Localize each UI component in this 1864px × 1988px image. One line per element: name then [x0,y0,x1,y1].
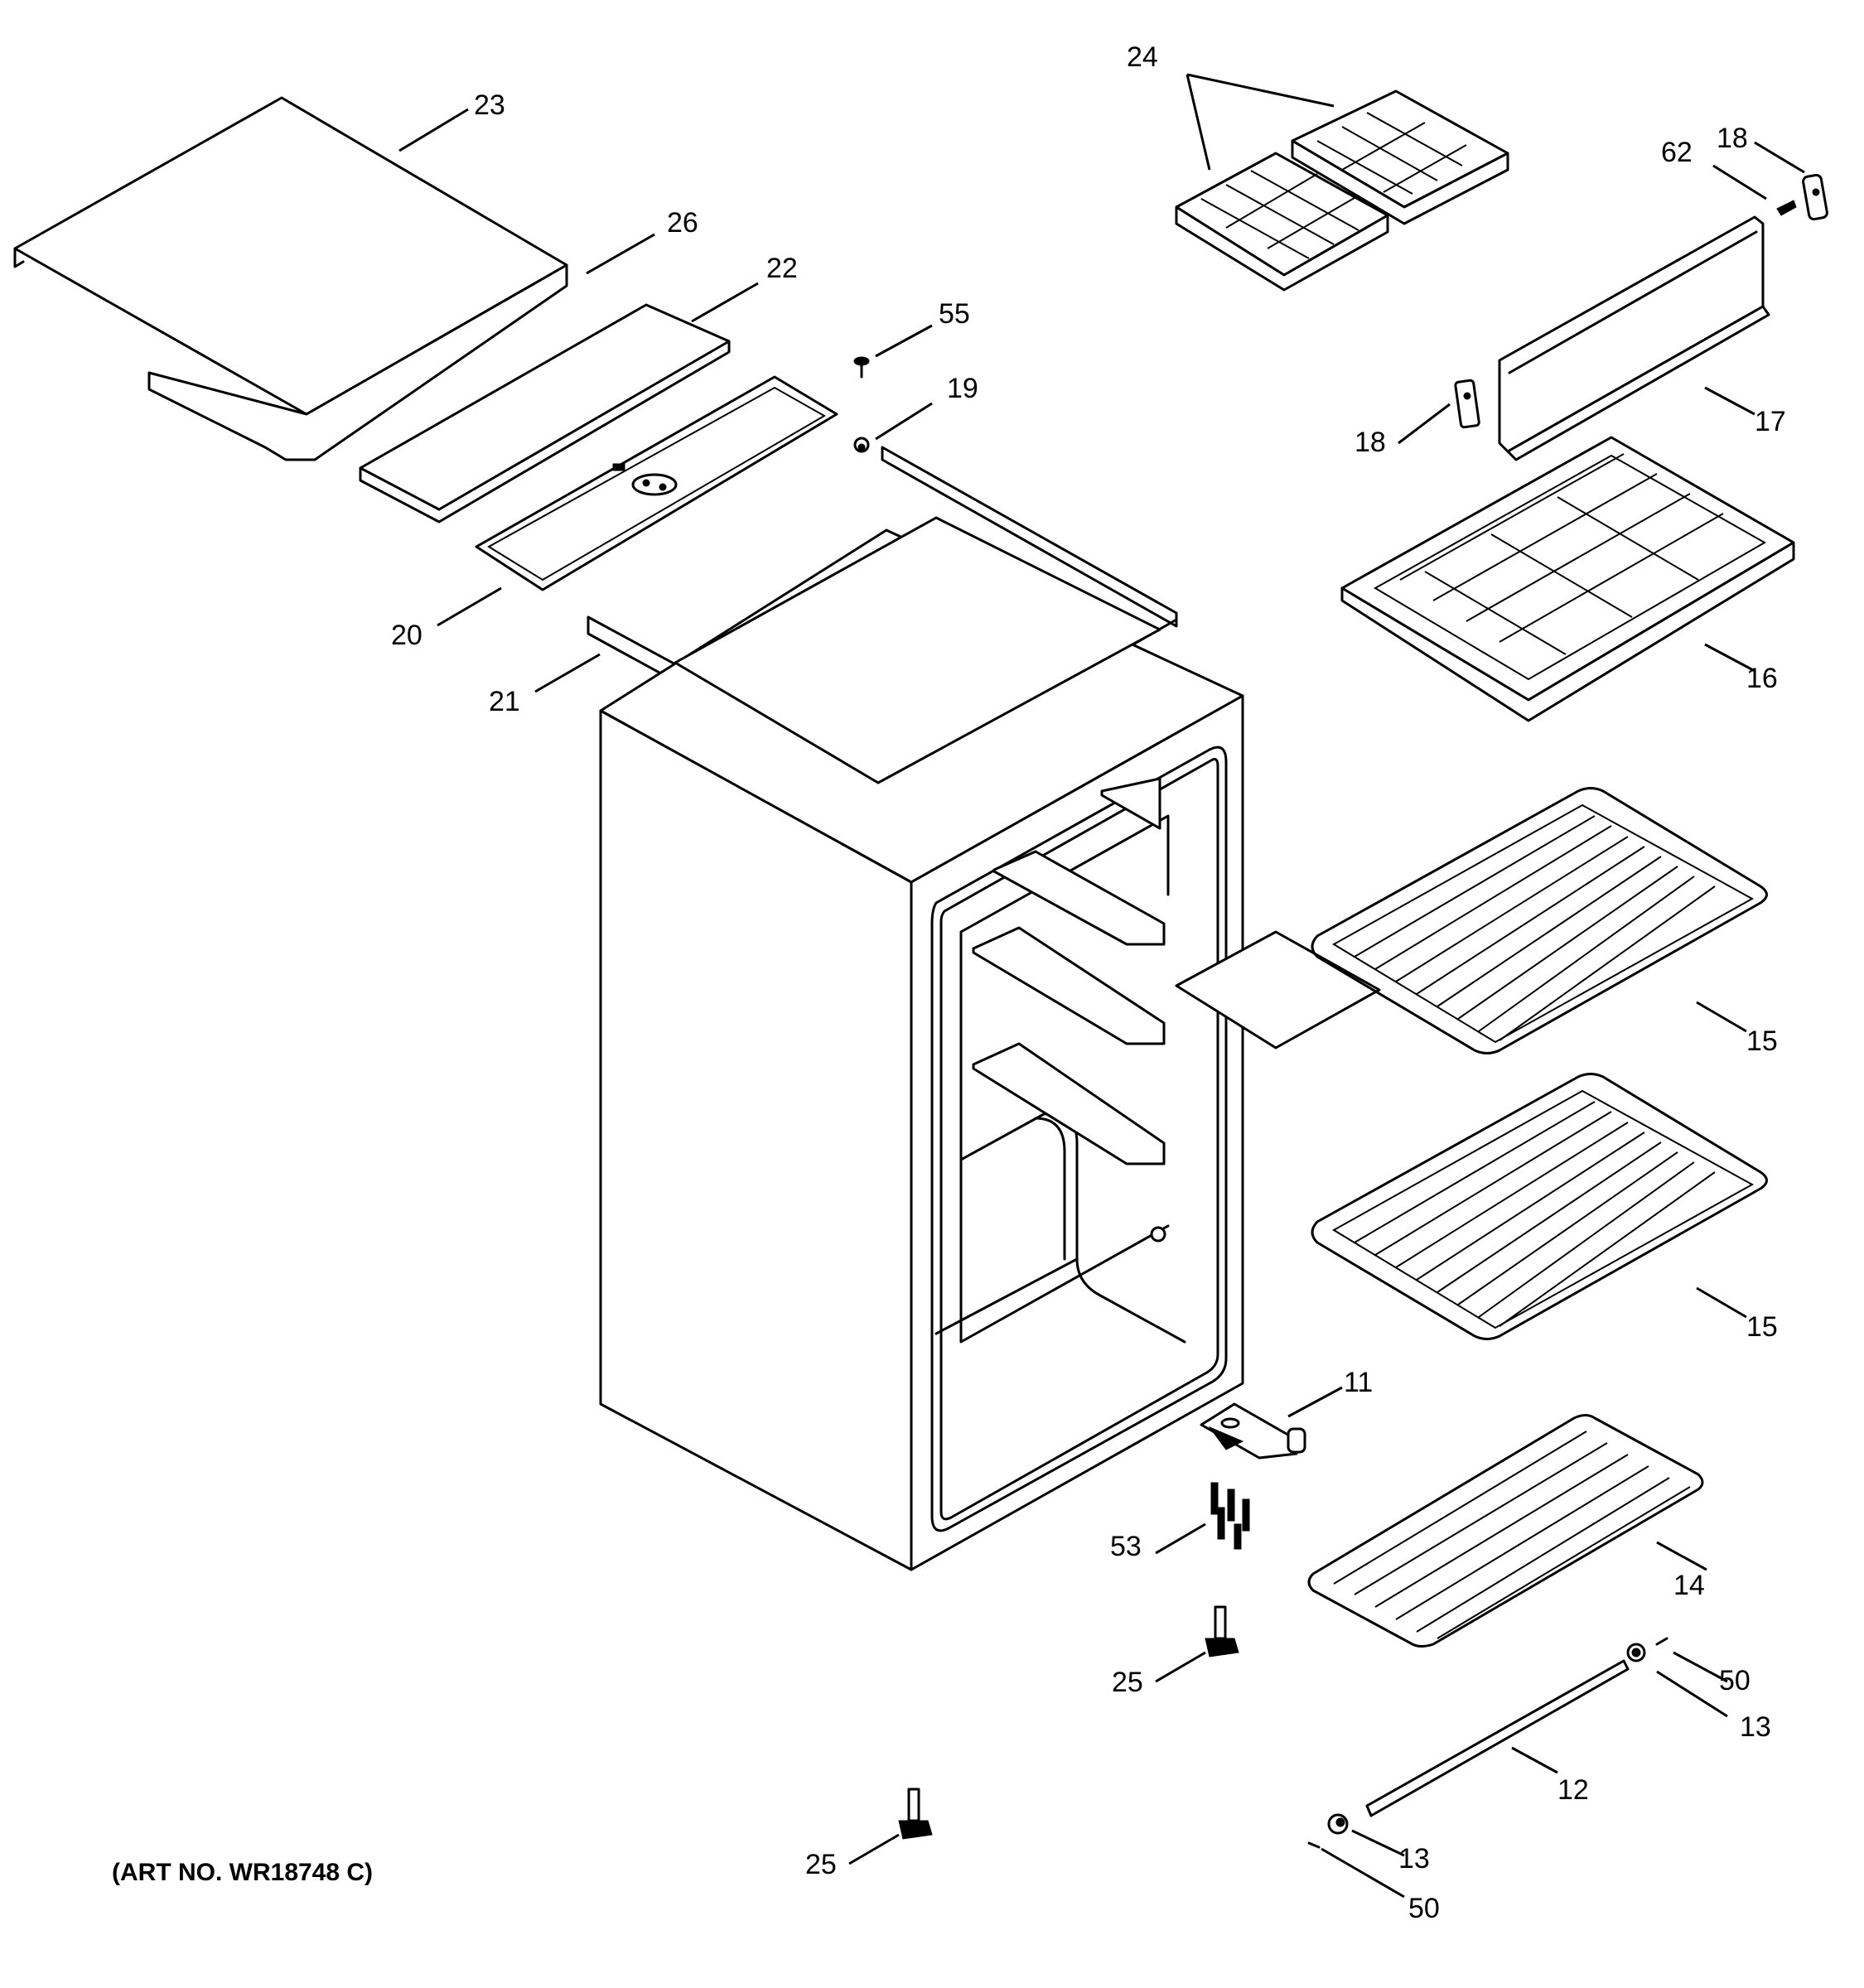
part-12-hinge-rod [1365,1659,1630,1817]
callout-11: 11 [1344,1367,1373,1398]
part-62-screw [1776,200,1797,216]
part-15-lower-wire-shelf [1311,1073,1768,1340]
part-13-bushing-upper [1626,1643,1646,1662]
callout-13-upper: 13 [1740,1711,1771,1743]
callout-23: 23 [474,89,505,121]
callout-22: 22 [766,253,798,284]
cabinet-body [599,516,1244,1571]
callout-16: 16 [1746,663,1778,694]
tray-grid-lines [1200,112,1467,259]
part-14-small-wire-shelf [1307,1414,1704,1648]
part-50-pin-lower [1307,1841,1321,1849]
callout-20: 20 [391,620,423,651]
callout-19: 19 [947,373,978,404]
callout-21: 21 [489,686,520,717]
part-25-leveling-leg-lower [898,1788,933,1840]
part-50-pin-upper [1655,1637,1668,1646]
part-25-leveling-leg-upper [1205,1605,1239,1657]
wire-rods [1333,1431,1691,1639]
callout-18-lower: 18 [1355,427,1386,458]
part-18-lower-bracket [1454,379,1480,429]
wire-rods [1354,1101,1716,1327]
part-13-bushing-lower [1327,1813,1349,1835]
part-22-panel-strip [359,303,731,524]
callout-13-lower: 13 [1398,1843,1430,1875]
part-18-upper-bracket [1802,173,1828,221]
callout-24: 24 [1127,41,1158,73]
callout-15-upper: 15 [1746,1025,1778,1057]
callout-25-lower: 25 [805,1849,837,1880]
callout-25-upper: 25 [1112,1667,1143,1698]
callout-17: 17 [1755,406,1786,437]
callout-labels: 23 26 22 55 19 20 21 24 62 18 18 17 16 1… [391,41,1786,1924]
callout-50-lower: 50 [1408,1893,1440,1924]
part-15-upper-wire-shelf [1311,787,1768,1054]
part-23-top-cover [13,96,568,416]
callout-62: 62 [1661,137,1693,168]
callout-26: 26 [667,207,698,239]
callout-50-upper: 50 [1719,1665,1751,1696]
callout-14: 14 [1673,1570,1705,1601]
callout-53: 53 [1110,1531,1142,1562]
part-53-screws [1210,1482,1250,1550]
wire-rods [1354,815,1716,1041]
leader-lines [398,73,1805,1899]
part-19-bushing [853,437,870,453]
callout-18-upper: 18 [1717,123,1748,154]
art-number: (ART NO. WR18748 C) [112,1859,373,1886]
callout-55: 55 [939,298,970,330]
part-16-chiller-tray [1340,436,1795,722]
callout-15-lower: 15 [1746,1311,1778,1343]
callout-12: 12 [1557,1774,1589,1806]
part-17-chiller-door [1498,215,1770,461]
part-26-top-panel [147,263,568,461]
part-20-control-housing [475,375,838,591]
part-11-hinge [1200,1402,1306,1460]
part-55-screw [853,356,870,379]
part-24-ice-trays [1175,89,1509,1049]
